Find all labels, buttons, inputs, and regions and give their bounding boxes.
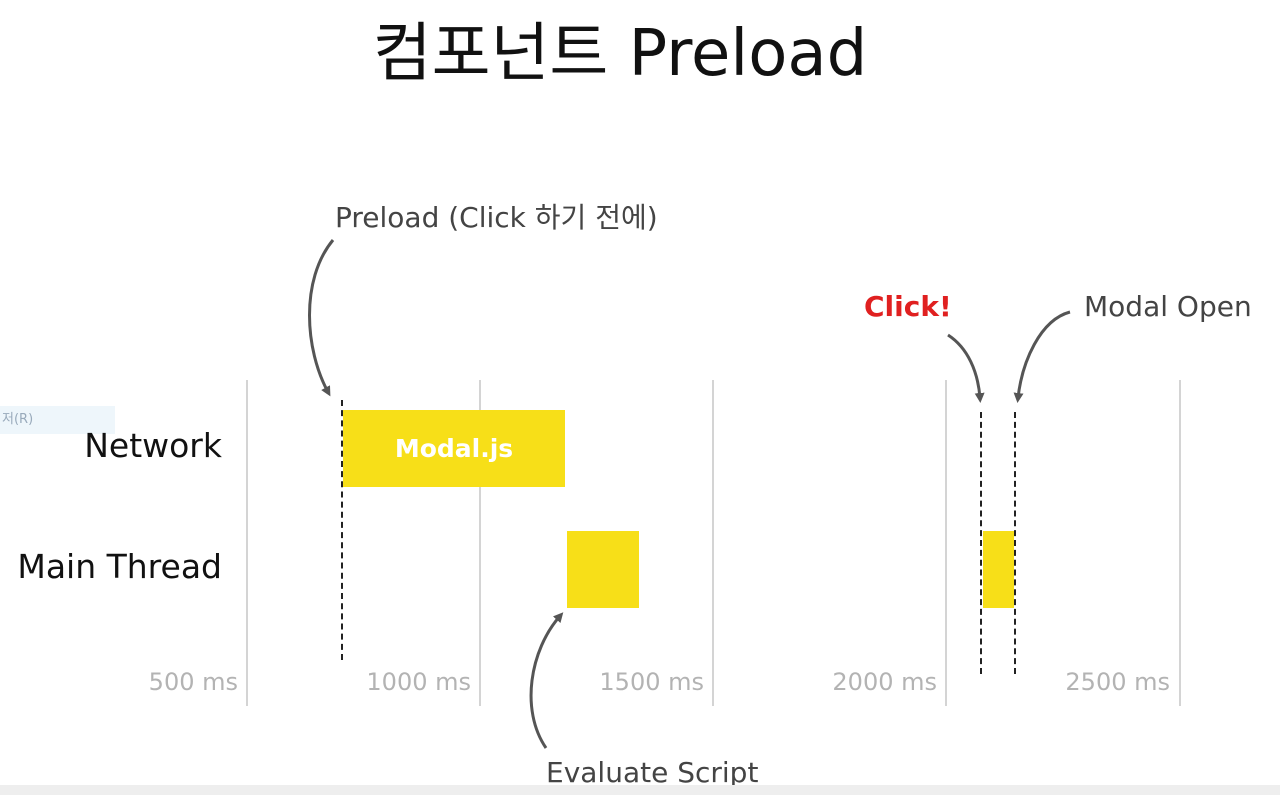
row-label-network: Network	[84, 426, 222, 465]
network-bar-label: Modal.js	[394, 434, 514, 463]
watermark-text: 저(R)	[0, 406, 115, 434]
gridline	[1179, 380, 1181, 706]
modal-open-arrow	[1013, 310, 1071, 403]
evaluate-script-annotation: Evaluate Script	[546, 756, 759, 789]
modal-open-bar	[983, 531, 1014, 608]
row-label-main-thread: Main Thread	[17, 547, 222, 586]
click-marker-line	[980, 412, 982, 674]
tick-label: 1500 ms	[599, 668, 704, 696]
preload-marker-line	[341, 400, 343, 660]
gridline	[945, 380, 947, 706]
network-bar-modal-js: Modal.js	[343, 410, 565, 487]
gridline	[479, 380, 481, 706]
preload-annotation: Preload (Click 하기 전에)	[335, 201, 658, 234]
preload-arrow	[308, 239, 335, 397]
click-annotation: Click!	[864, 290, 952, 323]
tick-label: 1000 ms	[366, 668, 471, 696]
evaluate-script-bar	[567, 531, 639, 608]
gridline	[246, 380, 248, 706]
tick-label: 500 ms	[148, 668, 238, 696]
bottom-strip	[0, 785, 1280, 795]
modal-open-marker-line	[1014, 412, 1016, 674]
tick-label: 2500 ms	[1065, 668, 1170, 696]
evaluate-script-arrow	[529, 612, 564, 749]
page-title: 컴포넌트 Preload	[372, 17, 868, 91]
modal-open-annotation: Modal Open	[1084, 290, 1252, 323]
gridline	[712, 380, 714, 706]
click-arrow	[947, 333, 985, 403]
tick-label: 2000 ms	[832, 668, 937, 696]
